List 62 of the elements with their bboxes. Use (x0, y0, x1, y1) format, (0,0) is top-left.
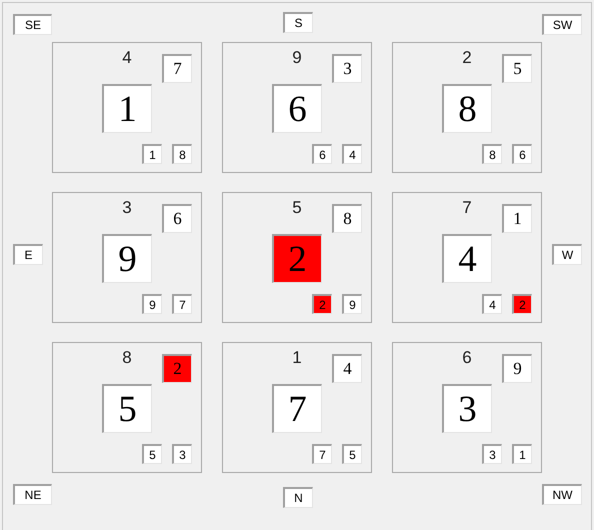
center-number-field: 6 (272, 84, 322, 133)
corner-number-field: 3 (332, 54, 362, 83)
sector-number: 5 (292, 199, 302, 216)
sector-number: 7 (462, 199, 472, 216)
direction-label: SE (13, 14, 52, 35)
corner-number-field: 5 (502, 54, 532, 83)
direction-label: NW (542, 484, 582, 505)
sector-number: 4 (122, 49, 132, 66)
sector-panel (222, 342, 372, 473)
direction-label: S (283, 12, 313, 33)
bottom-number-field: 4 (482, 294, 502, 314)
sector-panel (52, 42, 202, 173)
center-number-field: 3 (442, 384, 492, 433)
corner-number-field: 9 (502, 354, 532, 383)
bottom-number-field: 9 (342, 294, 362, 314)
sector-panel (392, 192, 542, 323)
corner-number-field: 4 (332, 354, 362, 383)
bottom-number-field: 1 (512, 444, 532, 464)
center-number-field: 4 (442, 234, 492, 283)
direction-label: N (283, 487, 313, 508)
sector-number: 9 (292, 49, 302, 66)
direction-label: W (552, 244, 582, 265)
sector-number: 2 (462, 49, 472, 66)
sector-number: 1 (292, 349, 302, 366)
bottom-number-field: 3 (172, 444, 192, 464)
center-number-field: 5 (102, 384, 152, 433)
bottom-number-field: 2 (512, 294, 532, 314)
center-number-field: 2 (272, 234, 322, 283)
bottom-number-field: 1 (142, 144, 162, 164)
bottom-number-field: 5 (142, 444, 162, 464)
sector-number: 6 (462, 349, 472, 366)
bottom-number-field: 6 (312, 144, 332, 164)
corner-number-field: 8 (332, 204, 362, 233)
sector-panel (222, 192, 372, 323)
center-number-field: 1 (102, 84, 152, 133)
corner-number-field: 6 (162, 204, 192, 233)
center-number-field: 8 (442, 84, 492, 133)
bottom-number-field: 4 (342, 144, 362, 164)
direction-label: SW (542, 14, 582, 35)
bottom-number-field: 7 (172, 294, 192, 314)
sector-panel (52, 342, 202, 473)
direction-label: E (13, 244, 43, 265)
sector-panel (222, 42, 372, 173)
sector-panel (392, 342, 542, 473)
bottom-number-field: 2 (312, 294, 332, 314)
corner-number-field: 2 (162, 354, 192, 383)
direction-label: NE (13, 484, 52, 505)
sector-panel (52, 192, 202, 323)
corner-number-field: 7 (162, 54, 192, 83)
sector-number: 3 (122, 199, 132, 216)
center-number-field: 7 (272, 384, 322, 433)
sector-panel (392, 42, 542, 173)
sector-number: 8 (122, 349, 132, 366)
bottom-number-field: 8 (482, 144, 502, 164)
bottom-number-field: 9 (142, 294, 162, 314)
bottom-number-field: 3 (482, 444, 502, 464)
bottom-number-field: 6 (512, 144, 532, 164)
corner-number-field: 1 (502, 204, 532, 233)
bottom-number-field: 5 (342, 444, 362, 464)
center-number-field: 9 (102, 234, 152, 283)
bottom-number-field: 8 (172, 144, 192, 164)
bottom-number-field: 7 (312, 444, 332, 464)
